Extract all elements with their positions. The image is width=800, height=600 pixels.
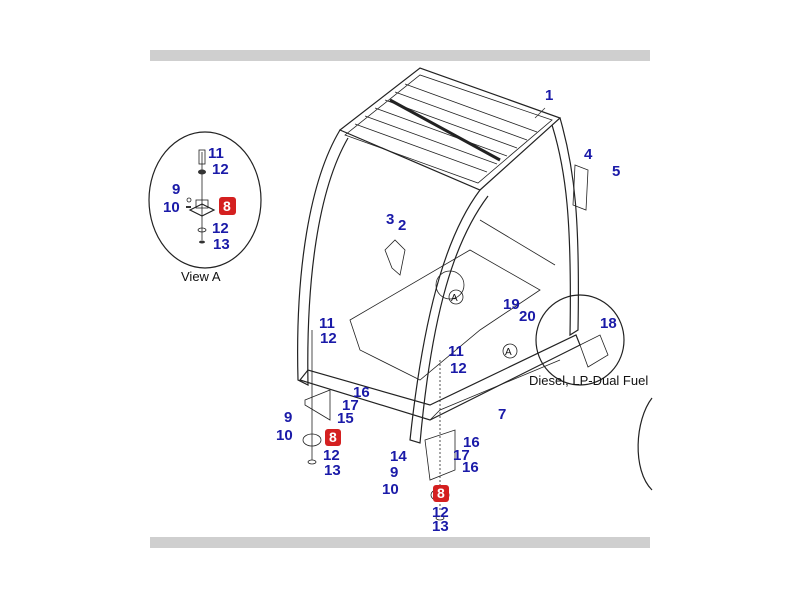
callout: 9 [390, 464, 398, 481]
callout: 11 [319, 315, 335, 332]
callout-highlighted: 8 [329, 429, 337, 445]
callout-highlighted: 8 [223, 198, 231, 214]
callout: 12 [212, 161, 229, 178]
top-divider [150, 50, 650, 61]
callout: 18 [600, 315, 617, 332]
detail-marker-a: A A [435, 270, 518, 359]
callout: 10 [382, 481, 399, 498]
callout: 9 [284, 409, 292, 426]
callout: 13 [432, 518, 449, 535]
callout: 11 [208, 145, 224, 162]
callout: 9 [172, 181, 180, 198]
callout: 1 [545, 87, 553, 104]
callout: 4 [584, 146, 593, 163]
callout: 2 [398, 217, 406, 234]
callout: 12 [212, 220, 229, 237]
svg-text:A: A [451, 293, 458, 304]
callout: 12 [450, 360, 467, 377]
callout: 13 [324, 462, 341, 479]
bottom-divider [150, 537, 650, 548]
view-a-caption: View A [181, 269, 221, 284]
callout: 19 [503, 296, 520, 313]
main-callouts: 1 4 5 3 2 19 20 18 11 12 11 12 16 17 15 … [276, 87, 648, 535]
callout: 12 [323, 447, 340, 464]
cab-frame [297, 67, 589, 521]
callout: 12 [432, 504, 449, 521]
callout: 17 [453, 447, 470, 464]
callout: 20 [519, 308, 536, 325]
callout: 12 [320, 330, 337, 347]
partial-detail-circle [637, 397, 653, 491]
callout: 10 [276, 427, 293, 444]
fuel-caption: Diesel, LP-Dual Fuel [529, 373, 648, 388]
callout: 16 [353, 384, 370, 401]
callout-highlighted: 8 [437, 485, 445, 501]
callout: 10 [163, 199, 180, 216]
callout: 7 [498, 406, 506, 423]
svg-text:A: A [505, 347, 512, 358]
callout: 13 [213, 236, 230, 253]
callout: 14 [390, 448, 407, 465]
callout: 16 [462, 459, 479, 476]
callout: 15 [337, 410, 354, 427]
view-a-callouts: 11 12 9 10 8 12 13 View A [163, 145, 236, 284]
view-a-detail [148, 131, 262, 269]
callout: 3 [386, 211, 394, 228]
callout: 17 [342, 397, 359, 414]
detail-18 [535, 294, 625, 386]
callout: 16 [463, 434, 480, 451]
callout: 11 [448, 343, 464, 360]
callout: 5 [612, 163, 620, 180]
